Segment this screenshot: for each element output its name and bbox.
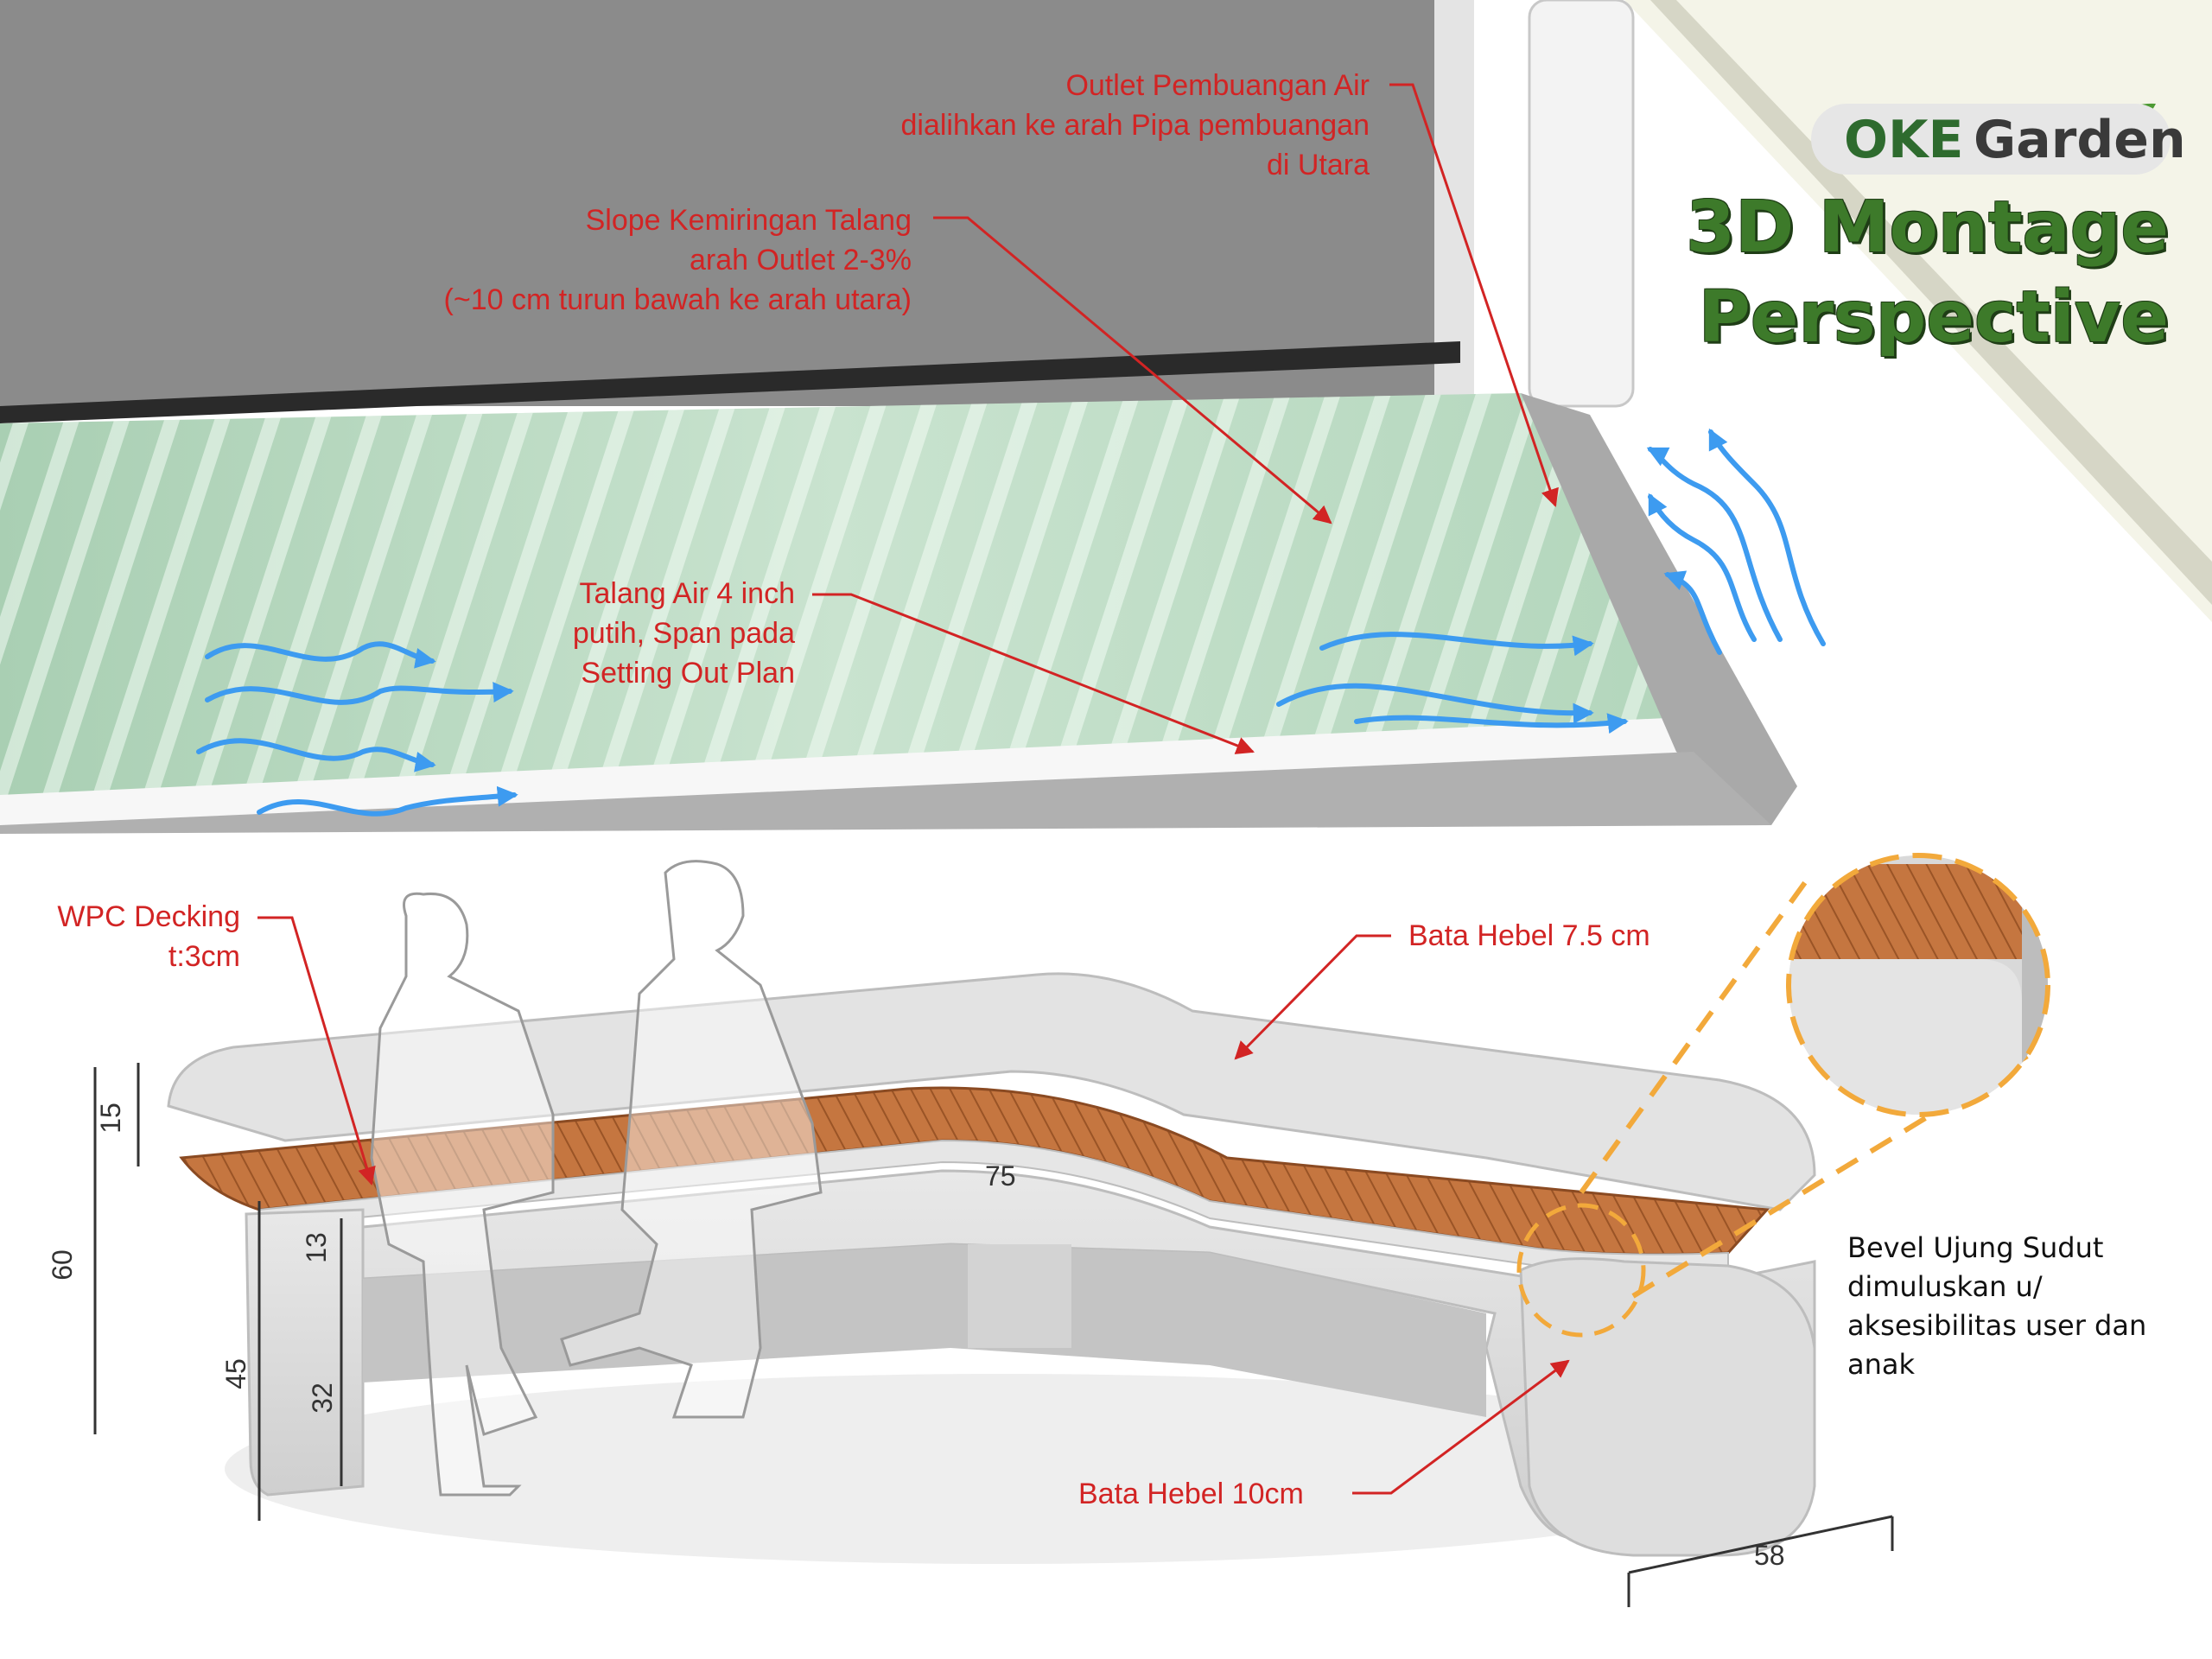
bevel-detail (1516, 853, 2050, 1338)
callout-line: Setting Out Plan (581, 657, 795, 690)
people-silhouettes (370, 860, 823, 1497)
callout-hebel-75: Bata Hebel 7.5 cm (1408, 919, 1650, 952)
detail-backrest (2022, 855, 2048, 1115)
callout-line: di Utara (1266, 149, 1370, 181)
detail-concrete (1789, 959, 2022, 1115)
callout-leaders (257, 83, 1570, 1495)
note-line: dimuluskan u/ (1847, 1270, 2043, 1303)
callout-line: Slope Kemiringan Talang (585, 204, 912, 237)
callout-line: putih, Span pada (572, 617, 795, 650)
leader-slope (933, 216, 1332, 524)
callout-line: Outlet Pembuangan Air (1065, 69, 1370, 102)
roof-scene (0, 0, 2212, 834)
right-end-block (1519, 1257, 1816, 1557)
wall-gutter-edge (0, 341, 1460, 423)
detail-circle (1786, 853, 2050, 1117)
airflow-arrow-icon (257, 785, 518, 817)
leader-hebel10 (1352, 1359, 1570, 1495)
callout-line: (~10 cm turun bawah ke arah utara) (443, 283, 912, 316)
callout-line: WPC Decking (57, 900, 240, 933)
leader-hebel75 (1234, 934, 1391, 1060)
dimension-15: 15 (94, 1103, 126, 1134)
airflow-arrow-icon (205, 682, 514, 705)
callout-slope: Slope Kemiringan Talang arah Outlet 2-3%… (444, 200, 912, 320)
left-end-block (245, 1208, 365, 1497)
side-gutter (1521, 393, 1797, 825)
dimension-45: 45 (219, 1358, 251, 1389)
callout-line: t:3cm (168, 940, 240, 973)
callout-wpc-decking: WPC Decking t:3cm (57, 897, 240, 976)
note-line: aksesibilitas user dan (1847, 1309, 2147, 1342)
callout-outlet: Outlet Pembuangan Air dialihkan ke arah … (900, 66, 1370, 185)
airflow-arrow-icon (1646, 447, 1783, 642)
bevel-note: Bevel Ujung Sudut dimuluskan u/ aksesibi… (1847, 1229, 2146, 1384)
airflow-arrow-icon (1648, 493, 1757, 642)
airflow-arrow-icon (196, 738, 436, 772)
center-support (968, 1244, 1071, 1348)
under-seat-recess (363, 1244, 1486, 1417)
white-gutter (0, 717, 1694, 825)
roof-reflection (0, 393, 1676, 812)
airflow-arrow-icon (1319, 632, 1594, 657)
right-wall-edge (1650, 0, 2212, 605)
airflow-arrow-icon (1276, 683, 1594, 724)
callout-line: arah Outlet 2-3% (689, 244, 912, 276)
note-line: anak (1847, 1348, 1916, 1381)
backrest-wall (167, 972, 1816, 1211)
dimension-60: 60 (46, 1249, 78, 1281)
callout-line: dialihkan ke arah Pipa pembuangan (900, 109, 1370, 142)
callout-line: Talang Air 4 inch (579, 577, 796, 610)
brand-name-oke: OKE (1844, 110, 1964, 170)
bench-scene (167, 860, 1816, 1564)
person-silhouette (370, 892, 555, 1497)
brand-name-garden: Garden (1974, 110, 2186, 170)
floor-shadow (225, 1374, 1780, 1564)
brand-badge (1811, 104, 2171, 175)
dimension-lines (93, 1063, 1894, 1607)
detail-marker-ring (1516, 1203, 1646, 1338)
airflow-arrows (196, 428, 1826, 817)
dimension-58: 58 (1754, 1540, 1785, 1571)
leader-wpc (257, 916, 376, 1186)
dimension-13: 13 (300, 1232, 332, 1263)
detail-wood (1789, 864, 2039, 959)
airflow-arrow-icon (1354, 713, 1629, 734)
leader-talang (812, 593, 1255, 754)
title-line-1: 3D Montage (1686, 187, 2169, 269)
roof-fascia (0, 752, 1771, 834)
airflow-arrow-icon (1708, 428, 1826, 646)
dimension-line (1628, 1515, 1893, 1574)
back-wall (0, 0, 1460, 406)
callout-talang: Talang Air 4 inch putih, Span pada Setti… (573, 574, 795, 693)
detail-leader-top (1579, 880, 1808, 1194)
dimension-75: 75 (985, 1160, 1016, 1192)
note-line: Bevel Ujung Sudut (1847, 1231, 2104, 1264)
airflow-arrow-icon (205, 641, 436, 669)
airflow-arrow-icon (1663, 570, 1722, 655)
dimension-32: 32 (306, 1382, 338, 1414)
title-line-2: Perspective (1698, 276, 2169, 359)
person-silhouette (560, 860, 823, 1419)
drain-pipe (1528, 0, 1635, 408)
callout-hebel-10: Bata Hebel 10cm (1078, 1478, 1304, 1510)
leader-outlet (1389, 83, 1559, 507)
